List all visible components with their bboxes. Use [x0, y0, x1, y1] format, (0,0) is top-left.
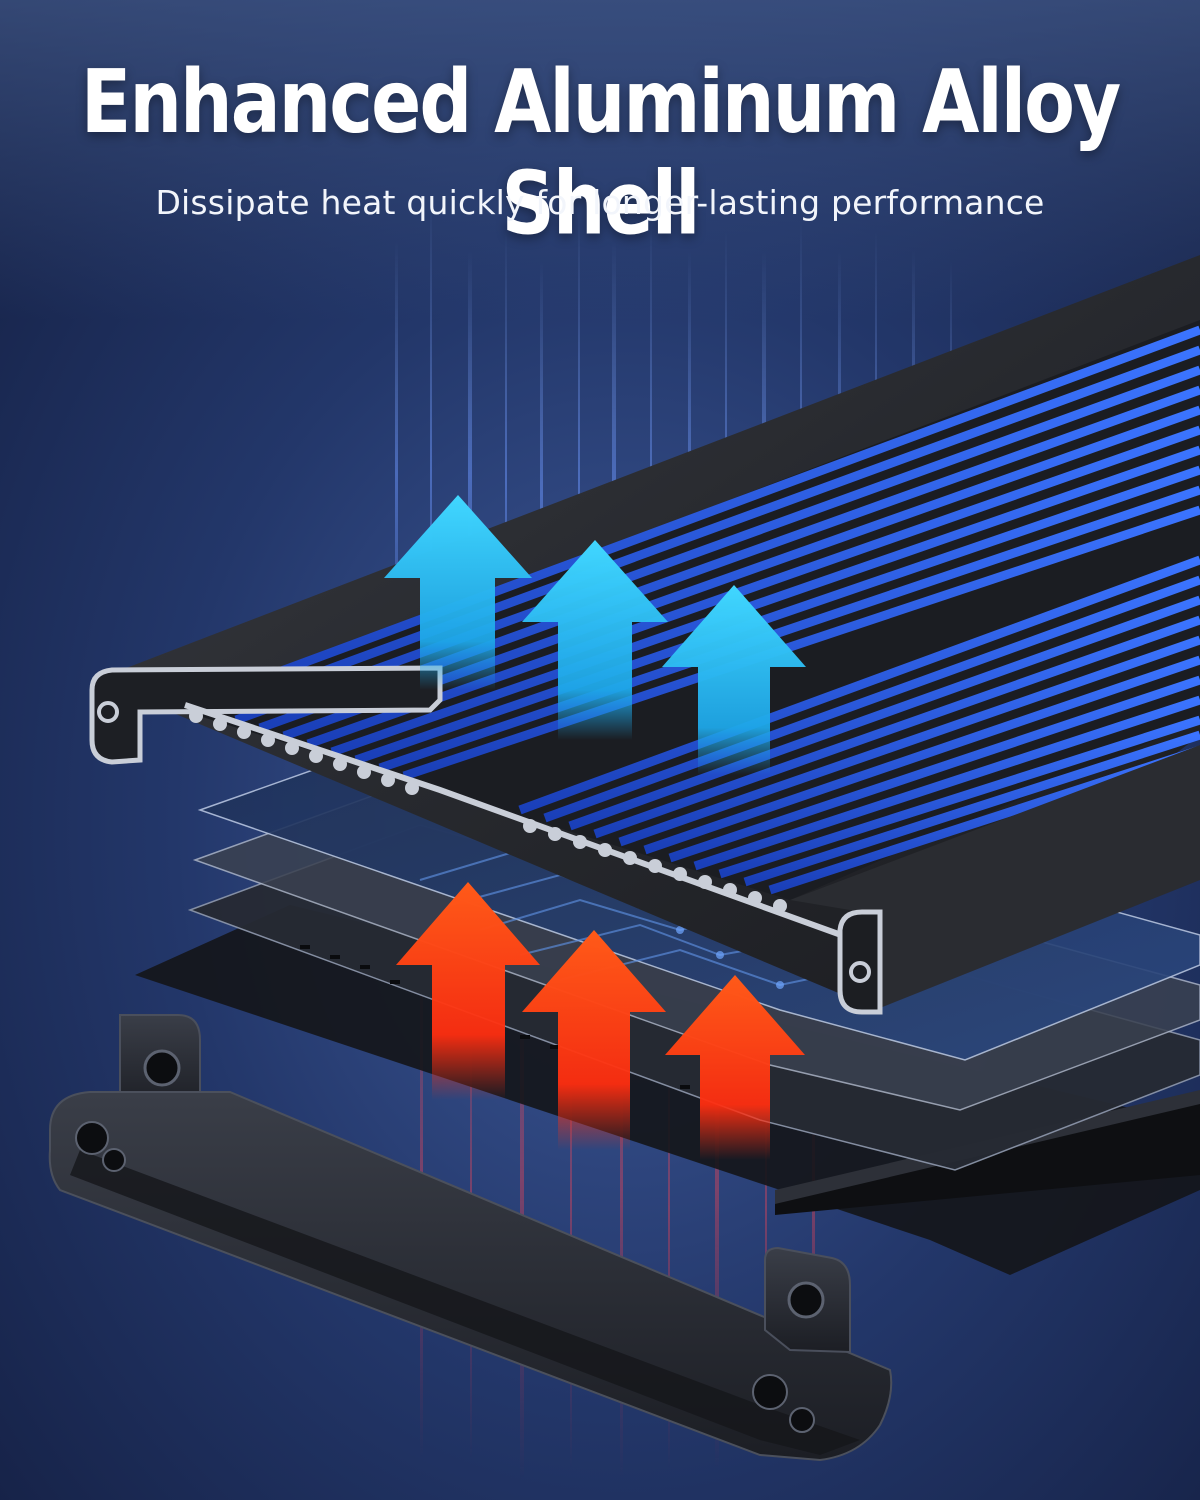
heat-arrow-3 [665, 975, 805, 1160]
headline: Enhanced Aluminum Alloy Shell [80, 52, 1121, 255]
heat-arrow-1 [396, 882, 540, 1100]
aluminum-alloy-shell [89, 255, 1200, 1015]
heat-arrow-2 [522, 930, 666, 1150]
cool-arrow-3 [662, 585, 806, 775]
end-cap-bracket [48, 1014, 893, 1462]
subheadline: Dissipate heat quickly for longer-lastin… [155, 183, 1045, 222]
end-cap-bar [48, 1091, 893, 1462]
cool-arrow-1 [384, 495, 532, 690]
cool-arrow-2 [522, 540, 668, 740]
cooling-airflow-arrows [384, 495, 806, 775]
heatsink-fins [188, 325, 1200, 895]
heat-arrows [396, 882, 805, 1160]
